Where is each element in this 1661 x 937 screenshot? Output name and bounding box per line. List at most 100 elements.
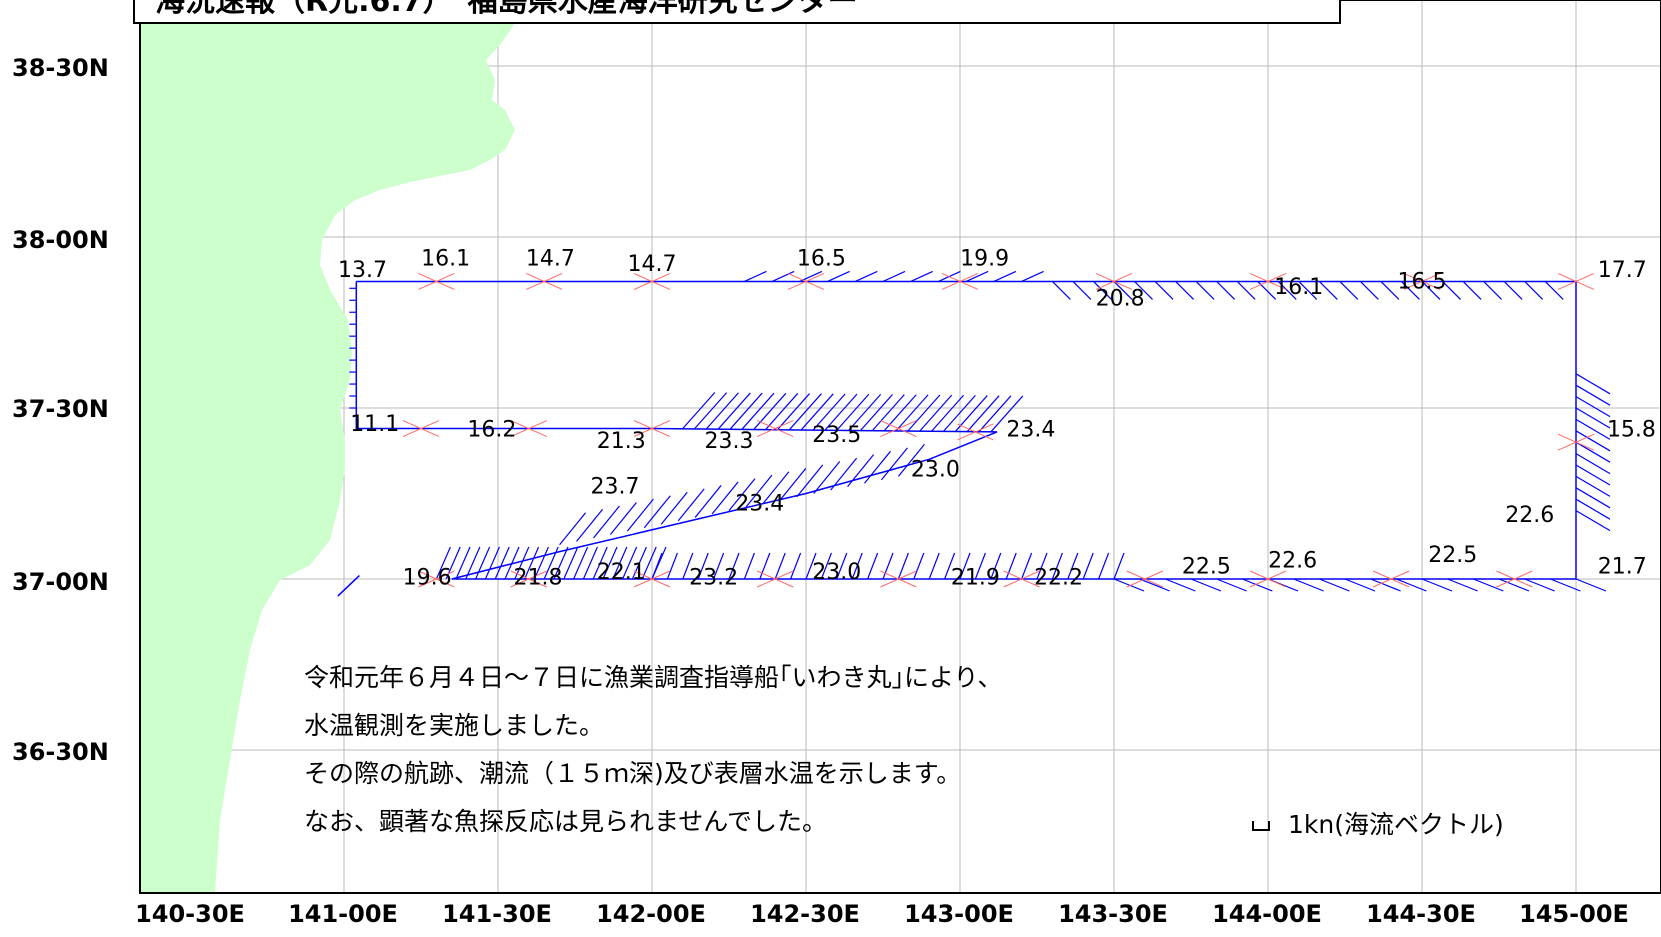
current-vector	[1093, 281, 1112, 300]
temperature-label: 22.6	[1268, 549, 1317, 574]
current-vector	[1575, 373, 1611, 395]
current-vector	[993, 270, 1017, 283]
current-vector	[1575, 418, 1611, 440]
current-vector	[1036, 552, 1048, 580]
station-marker	[633, 420, 671, 437]
current-vector	[1380, 281, 1400, 300]
temperature-label: 23.5	[812, 423, 861, 448]
current-vector	[1575, 464, 1611, 486]
current-vector	[1473, 578, 1504, 592]
current-vector	[913, 552, 925, 580]
lon-label-141-00E: 141-00E	[288, 900, 398, 928]
current-vector	[942, 395, 976, 432]
current-vector	[762, 471, 790, 505]
station-markers	[402, 273, 1595, 588]
station-marker	[418, 570, 455, 588]
current-vector	[1236, 281, 1256, 300]
temperature-label: 19.9	[960, 246, 1009, 271]
station-marker	[756, 570, 794, 588]
current-vector	[643, 495, 671, 529]
temperature-label: 23.7	[591, 475, 640, 500]
current-vector	[978, 395, 1012, 433]
current-vector	[1575, 487, 1611, 509]
station-marker	[1496, 570, 1533, 588]
temperature-label: 17.7	[1598, 258, 1647, 283]
station-marker	[880, 420, 917, 437]
station-marker	[1372, 570, 1410, 588]
current-vector	[593, 505, 620, 539]
temperature-label: 23.3	[705, 429, 754, 454]
temperature-label: 21.8	[514, 566, 563, 591]
current-vector	[1575, 475, 1611, 497]
current-vector	[494, 546, 510, 580]
temperature-label: 23.4	[735, 492, 784, 517]
current-vector	[1175, 281, 1195, 300]
current-vector	[1072, 281, 1092, 300]
current-vector	[1005, 552, 1017, 580]
current-vector	[1575, 498, 1611, 520]
temperature-label: 21.3	[597, 429, 646, 454]
current-vector	[779, 467, 807, 501]
current-vector	[651, 552, 663, 580]
current-vector	[713, 552, 725, 580]
current-vector	[800, 393, 834, 431]
current-vector	[919, 394, 953, 432]
station-marker	[1126, 570, 1164, 588]
current-vector	[677, 488, 705, 522]
current-vector	[609, 502, 637, 535]
current-vector	[1524, 281, 1544, 300]
temperature-label: 23.0	[812, 560, 861, 585]
current-vector	[871, 394, 905, 432]
lon-label-144-30E: 144-30E	[1366, 900, 1476, 928]
temperature-label: 16.2	[467, 417, 516, 442]
lon-label-145-00E: 145-00E	[1519, 900, 1629, 928]
current-vector	[1082, 552, 1094, 580]
current-vector	[745, 474, 773, 508]
current-vector	[1462, 281, 1482, 300]
lon-label-143-30E: 143-30E	[1058, 900, 1168, 928]
current-vector	[1216, 281, 1236, 300]
current-vector	[694, 392, 728, 430]
current-vector	[1165, 578, 1196, 592]
current-vector	[622, 546, 638, 580]
current-vector	[864, 450, 891, 484]
current-vector	[1113, 578, 1145, 592]
station-marker	[1249, 273, 1287, 290]
current-vector	[799, 270, 823, 283]
current-vector	[813, 461, 841, 494]
current-vector	[1575, 510, 1611, 532]
current-vector	[563, 546, 579, 580]
current-vector	[744, 270, 767, 283]
temperature-label: 23.2	[689, 566, 738, 591]
current-vector	[759, 552, 771, 580]
current-vector	[682, 552, 694, 580]
temperature-label: 23.0	[911, 457, 960, 482]
lat-label-37-30N: 37-30N	[12, 395, 109, 423]
current-vector	[851, 552, 863, 580]
current-vector	[860, 394, 893, 431]
current-vector	[576, 509, 604, 542]
current-vector	[944, 552, 956, 580]
current-vector	[827, 270, 850, 283]
current-vector	[626, 498, 654, 532]
current-vector	[765, 393, 799, 430]
lat-label-38-30N: 38-30N	[12, 54, 109, 82]
current-vector	[1113, 281, 1133, 300]
current-vector	[959, 552, 971, 580]
temperature-label: 21.9	[951, 566, 1000, 591]
note-line-2: 水温観測を実施しました。	[304, 711, 605, 740]
current-vector	[660, 491, 688, 525]
lon-label-140-30E: 140-30E	[135, 900, 245, 928]
temperature-label: 16.5	[797, 246, 846, 271]
station-marker	[941, 273, 979, 290]
current-vector	[855, 270, 878, 283]
legend-label: 1kn(海流ベクトル)	[1288, 810, 1504, 839]
temperature-label: 19.6	[403, 566, 452, 591]
station-marker	[418, 273, 455, 290]
note-line-1: 令和元年６月４日～７日に漁業調査指導船｢いわき丸｣により、	[304, 663, 1003, 692]
current-vector	[897, 444, 925, 477]
current-vector	[1575, 384, 1611, 406]
current-vector	[805, 552, 817, 580]
temperature-label: 11.1	[350, 412, 399, 437]
